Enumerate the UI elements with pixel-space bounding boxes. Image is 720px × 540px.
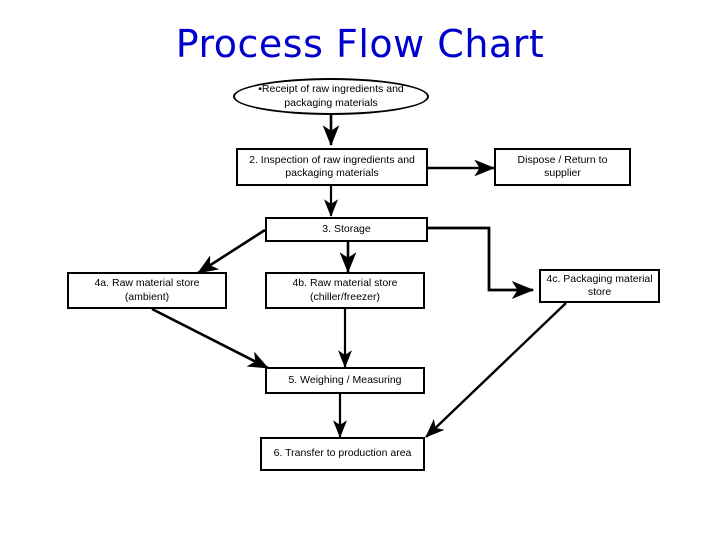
node-raw-material-store-ambient[interactable]: 4a. Raw material store (ambient) <box>67 272 227 309</box>
node-label: •Receipt of raw ingredients and packagin… <box>258 83 404 109</box>
node-label: 4b. Raw material store (chiller/freezer) <box>292 277 398 303</box>
node-receipt-of-raw-ingredients[interactable]: •Receipt of raw ingredients and packagin… <box>233 78 429 115</box>
node-label: 6. Transfer to production area <box>273 447 412 460</box>
node-label: 5. Weighing / Measuring <box>288 373 402 386</box>
page-title: Process Flow Chart <box>175 22 545 66</box>
node-storage[interactable]: 3. Storage <box>265 217 428 242</box>
node-raw-material-store-chiller[interactable]: 4b. Raw material store (chiller/freezer) <box>265 272 425 309</box>
edge-storage-to-store-ambient <box>197 228 266 275</box>
node-packaging-material-store[interactable]: 4c. Packaging material store <box>539 269 660 303</box>
edge-store-packaging-to-transfer <box>425 302 567 438</box>
node-label: Dispose / Return to supplier <box>517 153 608 179</box>
node-weighing-measuring[interactable]: 5. Weighing / Measuring <box>265 367 425 394</box>
edge-store-ambient-to-weighing <box>151 307 269 370</box>
node-label: 2. Inspection of raw ingredients and pac… <box>249 153 415 179</box>
node-label: 3. Storage <box>322 222 371 235</box>
node-label: 4c. Packaging material store <box>546 272 653 298</box>
node-dispose-return-to-supplier[interactable]: Dispose / Return to supplier <box>494 148 631 186</box>
node-transfer-to-production-area[interactable]: 6. Transfer to production area <box>260 437 425 471</box>
edge-storage-to-store-packaging <box>428 226 535 299</box>
node-inspection[interactable]: 2. Inspection of raw ingredients and pac… <box>236 148 428 186</box>
node-label: 4a. Raw material store (ambient) <box>94 277 200 303</box>
